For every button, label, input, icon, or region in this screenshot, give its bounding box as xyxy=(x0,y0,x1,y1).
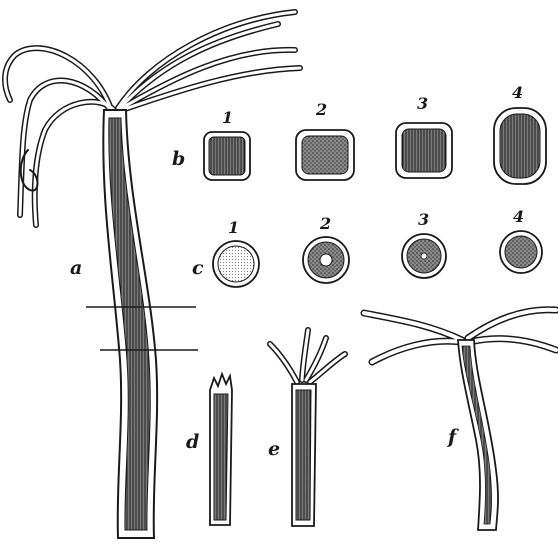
row-b-number-2: 2 xyxy=(315,100,327,119)
row-c-number-1: 1 xyxy=(228,218,239,237)
label-a: a xyxy=(70,257,82,279)
label-c: c xyxy=(192,257,204,279)
row-c-number-3: 3 xyxy=(418,210,429,229)
row-b-sections xyxy=(204,108,546,184)
filament-a-branches xyxy=(5,12,300,225)
filament-f xyxy=(364,310,556,530)
filament-e xyxy=(270,330,345,526)
label-d: d xyxy=(186,431,199,453)
row-c-sections xyxy=(213,231,542,287)
row-c-number-4: 4 xyxy=(513,207,524,226)
row-b-number-1: 1 xyxy=(222,108,233,127)
row-b-number-3: 3 xyxy=(417,94,428,113)
row-c-number-2: 2 xyxy=(319,214,331,233)
label-f: f xyxy=(446,426,459,448)
label-e: e xyxy=(268,438,280,460)
filament-d xyxy=(210,374,232,525)
row-b-number-4: 4 xyxy=(512,83,523,102)
label-b: b xyxy=(172,148,185,170)
